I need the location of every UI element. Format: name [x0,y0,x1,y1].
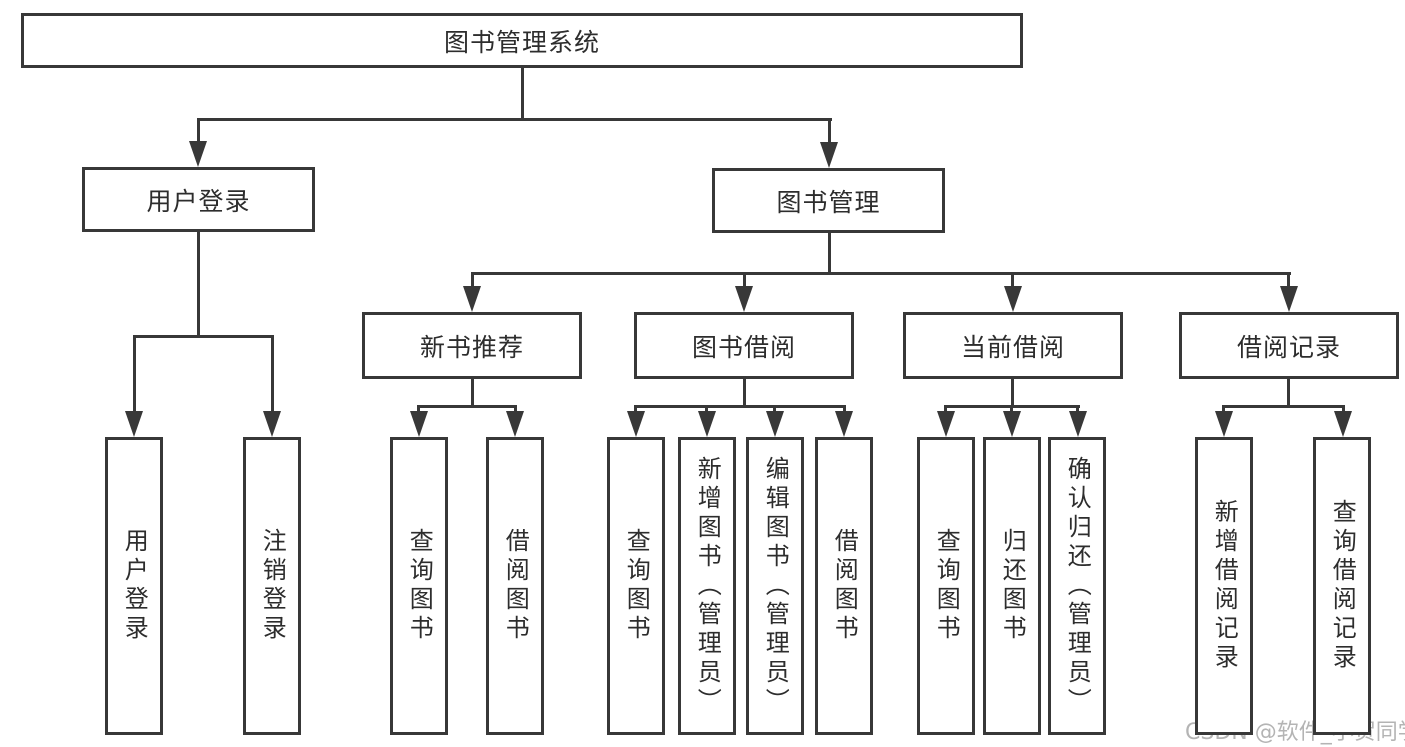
node-current: 当前借阅 [903,312,1123,379]
arrow-down-icon [1069,411,1087,437]
node-label: 确认归还（管理员） [1063,455,1092,717]
connector-line [1222,405,1345,408]
connector-line [197,121,200,145]
arrow-down-icon [766,411,784,437]
node-borrow-query: 查询图书 [607,437,665,735]
node-login-user: 用户登录 [105,437,163,735]
node-label: 图书管理 [776,187,881,217]
node-newbook-query: 查询图书 [390,437,448,735]
node-label: 用户登录 [120,528,149,644]
connector-line [471,272,1291,275]
node-mgmt: 图书管理 [712,168,945,233]
arrow-down-icon [1215,411,1233,437]
connector-line [743,379,746,408]
node-label: 图书管理系统 [443,27,600,57]
node-label: 新增图书（管理员） [693,455,722,717]
connector-line [1287,379,1290,408]
arrow-down-icon [1004,286,1022,312]
arrow-down-icon [627,411,645,437]
node-current-query: 查询图书 [917,437,975,735]
connector-line [417,405,517,408]
arrow-down-icon [410,411,428,437]
arrow-down-icon [463,286,481,312]
arrow-down-icon [263,411,281,437]
connector-line [944,405,1080,408]
node-label: 查询图书 [622,528,651,644]
connector-line [133,335,274,338]
node-borrow-borrow: 借阅图书 [815,437,873,735]
node-label: 借阅图书 [501,528,530,644]
arrow-down-icon [820,142,838,168]
node-login: 用户登录 [82,167,315,232]
node-record-add: 新增借阅记录 [1195,437,1253,735]
connector-line [1011,379,1014,408]
node-current-confirm: 确认归还（管理员） [1048,437,1106,735]
node-borrow-add: 新增图书（管理员） [678,437,736,735]
node-label: 用户登录 [146,186,251,216]
node-label: 图书借阅 [691,332,796,362]
node-label: 归还图书 [998,528,1027,644]
arrow-down-icon [1334,411,1352,437]
connector-line [828,233,831,275]
node-newbook-borrow: 借阅图书 [486,437,544,735]
connector-line [197,118,832,121]
arrow-down-icon [506,411,524,437]
connector-line [133,338,136,413]
node-newbook: 新书推荐 [362,312,582,379]
node-borrow-edit: 编辑图书（管理员） [746,437,804,735]
connector-line [828,121,831,145]
node-root: 图书管理系统 [21,13,1023,68]
arrow-down-icon [835,411,853,437]
node-label: 当前借阅 [960,332,1065,362]
connector-line [471,379,474,408]
arrow-down-icon [125,411,143,437]
arrow-down-icon [698,411,716,437]
node-label: 查询图书 [405,528,434,644]
connector-line [197,232,200,338]
connector-line [743,275,746,288]
arrow-down-icon [189,141,207,167]
node-label: 新书推荐 [419,332,524,362]
connector-line [1011,275,1014,288]
node-label: 新增借阅记录 [1210,499,1239,673]
node-label: 借阅记录 [1236,332,1341,362]
node-label: 注销登录 [258,528,287,644]
arrow-down-icon [1003,411,1021,437]
connector-line [271,338,274,413]
connector-line [521,68,524,120]
node-label: 查询借阅记录 [1328,499,1357,673]
arrow-down-icon [1280,286,1298,312]
arrow-down-icon [937,411,955,437]
arrow-down-icon [735,286,753,312]
connector-line [471,275,474,288]
node-borrow: 图书借阅 [634,312,854,379]
node-label: 编辑图书（管理员） [761,455,790,717]
node-record: 借阅记录 [1179,312,1399,379]
connector-line [1287,275,1290,288]
node-current-return: 归还图书 [983,437,1041,735]
node-record-query: 查询借阅记录 [1313,437,1371,735]
node-label: 查询图书 [932,528,961,644]
node-login-logout: 注销登录 [243,437,301,735]
node-label: 借阅图书 [830,528,859,644]
connector-line [634,405,846,408]
